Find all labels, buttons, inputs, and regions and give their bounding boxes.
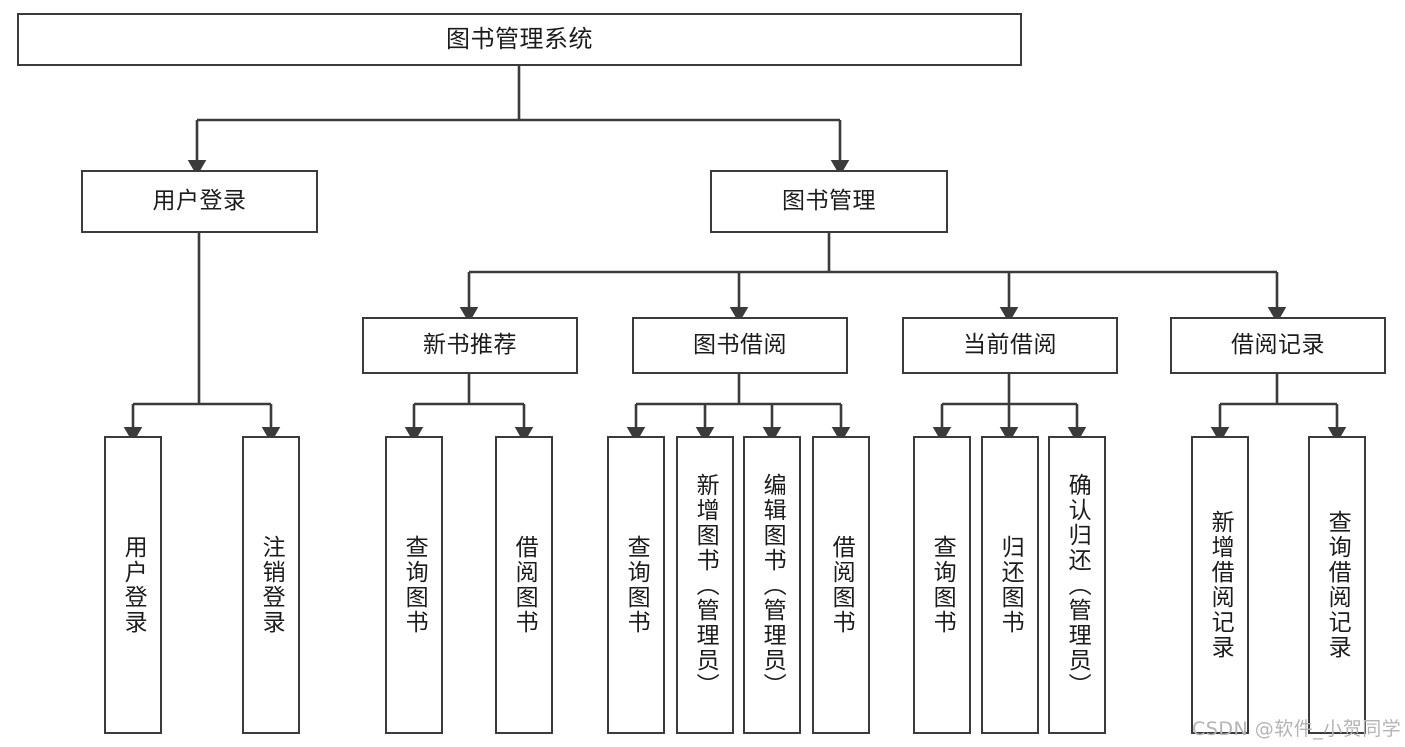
node-label: 新增借阅记录 <box>1207 510 1234 660</box>
node-label: 注销登录 <box>258 535 285 635</box>
node-label: 查询图书 <box>623 535 650 635</box>
node-label: 新增图书（管理员） <box>692 472 719 698</box>
node-leaf-borrow-book[interactable]: 借阅图书 <box>812 436 870 734</box>
node-label: 新书推荐 <box>423 331 517 358</box>
node-leaf-query-book-current[interactable]: 查询图书 <box>913 436 971 734</box>
node-label: 借阅图书 <box>511 535 538 635</box>
node-leaf-logout[interactable]: 注销登录 <box>242 436 300 734</box>
node-leaf-query-record[interactable]: 查询借阅记录 <box>1308 436 1366 734</box>
node-leaf-query-book-borrow[interactable]: 查询图书 <box>607 436 665 734</box>
node-label: 当前借阅 <box>963 331 1057 358</box>
node-leaf-add-book[interactable]: 新增图书（管理员） <box>676 436 734 734</box>
node-user-login[interactable]: 用户登录 <box>81 170 318 233</box>
node-label: 图书管理系统 <box>446 25 593 54</box>
node-new-book-recommend[interactable]: 新书推荐 <box>362 317 578 374</box>
node-leaf-add-record[interactable]: 新增借阅记录 <box>1191 436 1249 734</box>
node-label: 归还图书 <box>997 535 1024 635</box>
node-label: 用户登录 <box>120 535 147 635</box>
node-label: 查询借阅记录 <box>1324 510 1351 660</box>
node-book-borrow[interactable]: 图书借阅 <box>632 317 848 374</box>
node-borrow-record[interactable]: 借阅记录 <box>1170 317 1386 374</box>
node-leaf-confirm-return[interactable]: 确认归还（管理员） <box>1048 436 1106 734</box>
node-label: 借阅图书 <box>828 535 855 635</box>
node-label: 确认归还（管理员） <box>1064 472 1091 698</box>
node-label: 借阅记录 <box>1231 331 1325 358</box>
node-label: 图书管理 <box>782 187 876 214</box>
csdn-watermark: CSDN @软件_小贺同学 <box>1192 718 1402 740</box>
node-current-borrow[interactable]: 当前借阅 <box>902 317 1118 374</box>
node-book-manage[interactable]: 图书管理 <box>710 170 948 233</box>
node-label: 图书借阅 <box>693 331 787 358</box>
node-label: 查询图书 <box>929 535 956 635</box>
node-leaf-edit-book[interactable]: 编辑图书（管理员） <box>743 436 801 734</box>
node-label: 编辑图书（管理员） <box>759 472 786 698</box>
node-root-system[interactable]: 图书管理系统 <box>17 13 1022 66</box>
node-leaf-borrow-book-recommend[interactable]: 借阅图书 <box>495 436 553 734</box>
node-label: 用户登录 <box>152 187 247 214</box>
node-leaf-query-book-recommend[interactable]: 查询图书 <box>385 436 443 734</box>
node-leaf-return-book[interactable]: 归还图书 <box>981 436 1039 734</box>
node-leaf-user-login[interactable]: 用户登录 <box>104 436 162 734</box>
node-label: 查询图书 <box>401 535 428 635</box>
